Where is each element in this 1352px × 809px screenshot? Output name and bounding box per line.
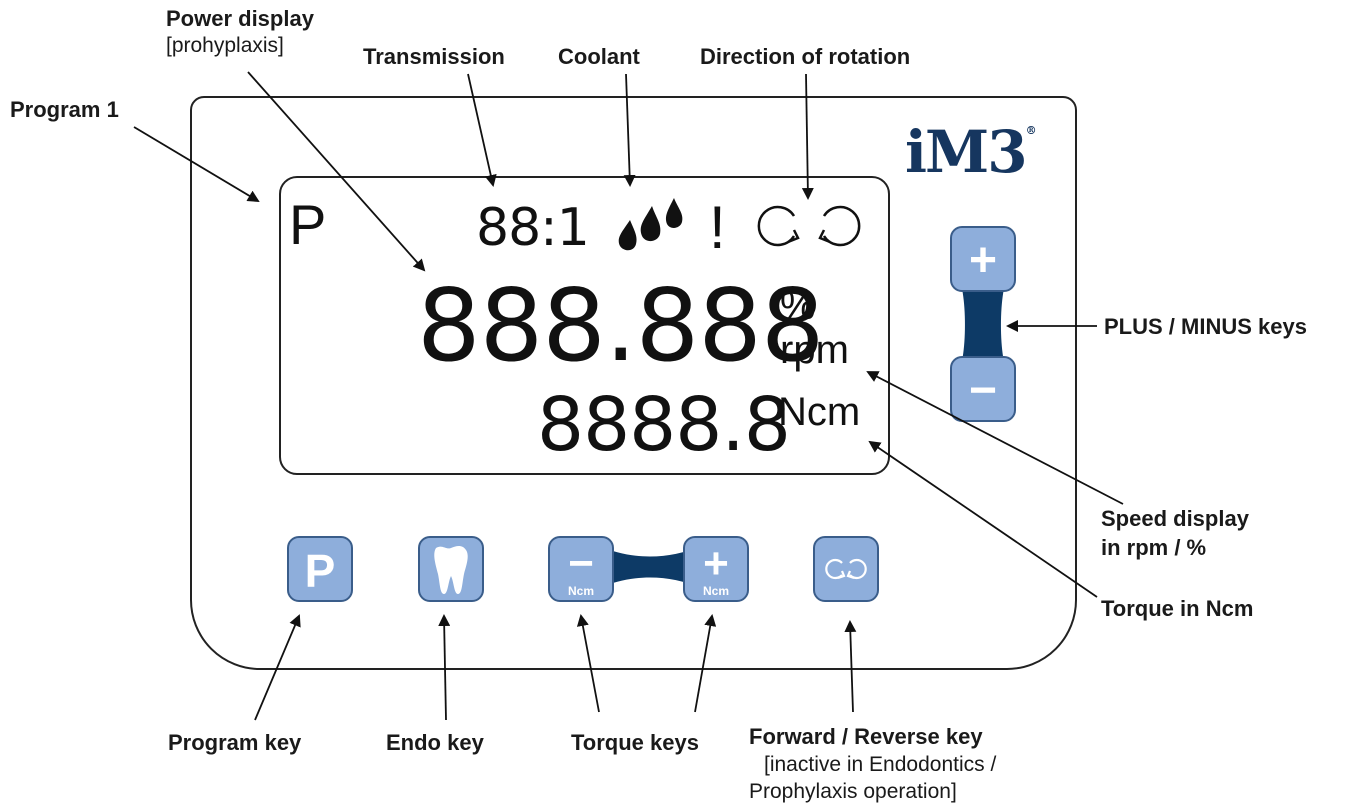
arrow-direction <box>801 73 814 200</box>
torque-minus-symbol: − <box>568 539 594 588</box>
label-forward-reverse: Forward / Reverse key <box>749 724 983 749</box>
lcd-ncm-unit: Ncm <box>778 390 861 434</box>
torque-minus-key[interactable]: − Ncm <box>548 536 614 602</box>
arrow-endo-key <box>438 614 451 721</box>
direction-toggle-icon <box>825 558 867 580</box>
torque-plus-symbol: + <box>703 539 729 588</box>
label-plus-minus: PLUS / MINUS keys <box>1104 314 1307 339</box>
rotate-reverse-icon <box>818 205 861 247</box>
label-power-display-sub: [prohyplaxis] <box>166 34 284 57</box>
lcd-display <box>279 176 890 475</box>
arrow-torque-plus <box>694 614 717 713</box>
lcd-torque-value: 8888.8 <box>537 382 791 468</box>
lcd-warning-indicator: ! <box>709 194 726 261</box>
program-key-letter: P <box>304 545 336 597</box>
label-power-display: Power display <box>166 6 314 31</box>
lcd-speed-value: 888.888 <box>417 267 825 384</box>
label-speed-display-1: Speed display <box>1101 506 1249 531</box>
program-key[interactable]: P <box>287 536 353 602</box>
label-endo-key: Endo key <box>386 730 484 755</box>
label-forward-reverse-sub1: [inactive in Endodontics / <box>764 753 997 776</box>
lcd-rpm-unit: rpm <box>780 328 849 372</box>
plus-key-symbol: + <box>968 234 998 287</box>
label-coolant: Coolant <box>558 44 640 69</box>
minus-key[interactable]: − <box>950 356 1016 422</box>
registered-mark: ® <box>1025 124 1037 137</box>
label-program1: Program 1 <box>10 97 119 122</box>
plus-key[interactable]: + <box>950 226 1016 292</box>
label-speed-display-2: in rpm / % <box>1101 535 1207 560</box>
arrow-program1 <box>133 126 260 203</box>
arrow-coolant <box>623 73 636 187</box>
rotate-forward-icon <box>757 205 800 247</box>
label-transmission: Transmission <box>363 44 505 69</box>
tooth-icon <box>434 546 468 594</box>
arrow-speed-display <box>866 371 1124 505</box>
torque-plus-unit: Ncm <box>702 584 729 598</box>
minus-key-symbol: − <box>968 364 998 417</box>
label-program-key: Program key <box>168 730 302 755</box>
torque-plus-key[interactable]: + Ncm <box>683 536 749 602</box>
label-torque-ncm: Torque in Ncm <box>1101 596 1254 621</box>
arrow-program-key <box>254 614 301 721</box>
label-forward-reverse-sub2: Prophylaxis operation] <box>749 780 957 803</box>
torque-minus-unit: Ncm <box>567 584 594 598</box>
arrow-transmission <box>467 73 497 187</box>
coolant-drops-icon <box>618 198 683 251</box>
torque-keys-bridge <box>600 546 700 588</box>
arrow-torque-minus <box>576 614 600 713</box>
forward-reverse-key[interactable] <box>813 536 879 602</box>
im3-logo: iM3® <box>905 118 1037 186</box>
label-direction: Direction of rotation <box>700 44 911 69</box>
plus-minus-bridge <box>956 274 1010 376</box>
endo-key[interactable] <box>418 536 484 602</box>
lcd-percent-unit: % <box>780 284 816 328</box>
label-torque-keys: Torque keys <box>571 730 699 755</box>
arrow-torque-ncm <box>868 440 1098 598</box>
lcd-transmission-value: 88:1 <box>476 198 590 258</box>
lcd-program-indicator: P <box>289 193 327 256</box>
arrow-power-display <box>247 71 426 272</box>
arrow-forward-reverse <box>844 620 857 713</box>
